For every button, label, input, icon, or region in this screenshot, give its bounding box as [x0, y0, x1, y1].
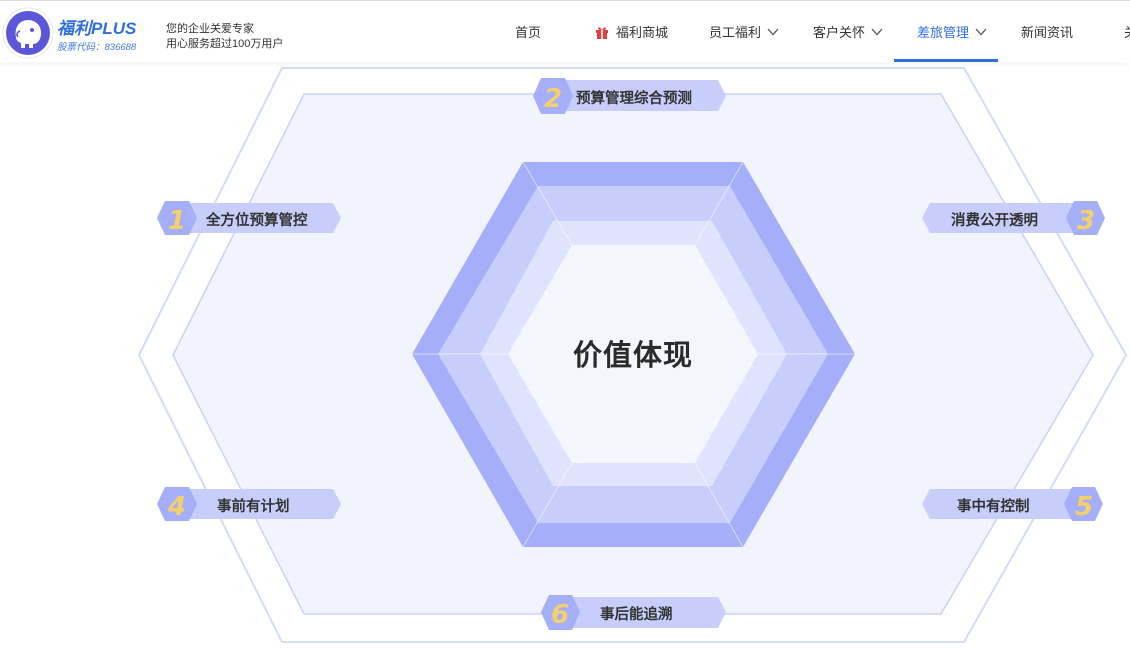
- item-2-badge: 2: [533, 78, 726, 114]
- chevron-down-icon: [975, 28, 987, 35]
- nav-item-welfare-mall[interactable]: 福利商城: [595, 1, 668, 62]
- item-4-label: 事前有计划: [217, 499, 290, 515]
- nav-label: 福利商城: [616, 25, 669, 40]
- item-number: 5: [1075, 492, 1093, 522]
- item-number: 1: [168, 206, 186, 236]
- chevron-down-icon: [767, 28, 779, 35]
- item-5-badge: 5: [922, 487, 1103, 522]
- center-title: 价值体现: [572, 338, 693, 372]
- item-number: 4: [167, 492, 186, 522]
- nav-item-about[interactable]: 关: [1124, 1, 1130, 62]
- gift-icon: [596, 26, 608, 39]
- nav-item-news[interactable]: 新闻资讯: [1021, 1, 1073, 62]
- active-nav-underline: [894, 59, 998, 62]
- item-6-badge: 6: [541, 595, 726, 630]
- center-hex-core: [508, 245, 758, 463]
- nav-item-home[interactable]: 首页: [515, 1, 541, 62]
- nav-label: 新闻资讯: [1021, 25, 1074, 40]
- nav-label: 关: [1124, 22, 1130, 41]
- slogan-line-1: 您的企业关爱专家: [166, 23, 254, 35]
- item-6-label: 事后能追溯: [600, 607, 673, 623]
- item-number: 6: [551, 600, 569, 630]
- stock-code: 股票代码：836688: [57, 42, 137, 53]
- nav-item-travel-management[interactable]: 差旅管理: [917, 1, 987, 62]
- chevron-down-icon: [871, 28, 883, 35]
- item-1-label: 全方位预算管控: [206, 213, 308, 229]
- nav-item-employee-welfare[interactable]: 员工福利: [709, 1, 779, 62]
- item-number: 3: [1077, 206, 1095, 236]
- item-2-label: 预算管理综合预测: [576, 91, 692, 107]
- item-1-badge: 1: [157, 201, 341, 236]
- nav-label: 首页: [515, 25, 542, 40]
- item-3-label: 消费公开透明: [951, 213, 1038, 229]
- top-header: 福利PLUS 股票代码：836688 您的企业关爱专家 用心服务超过100万用户…: [0, 0, 1130, 62]
- elephant-logo-icon[interactable]: [2, 7, 54, 59]
- item-3-badge: 3: [922, 201, 1105, 236]
- outer-hexagon: [137, 67, 1128, 643]
- item-4-badge: 4: [157, 487, 341, 522]
- slogan-line-2: 用心服务超过100万用户: [166, 38, 284, 50]
- nav-label: 客户关怀: [813, 25, 866, 40]
- nav-label: 差旅管理: [917, 25, 970, 40]
- brand-name: 福利PLUS: [57, 19, 137, 38]
- nav-item-customer-care[interactable]: 客户关怀: [813, 1, 883, 62]
- item-5-label: 事中有控制: [957, 499, 1030, 515]
- nav-label: 员工福利: [709, 25, 762, 40]
- item-number: 2: [544, 84, 562, 114]
- value-hexagon-diagram: 1 2 3 4 5 6: [137, 67, 1128, 643]
